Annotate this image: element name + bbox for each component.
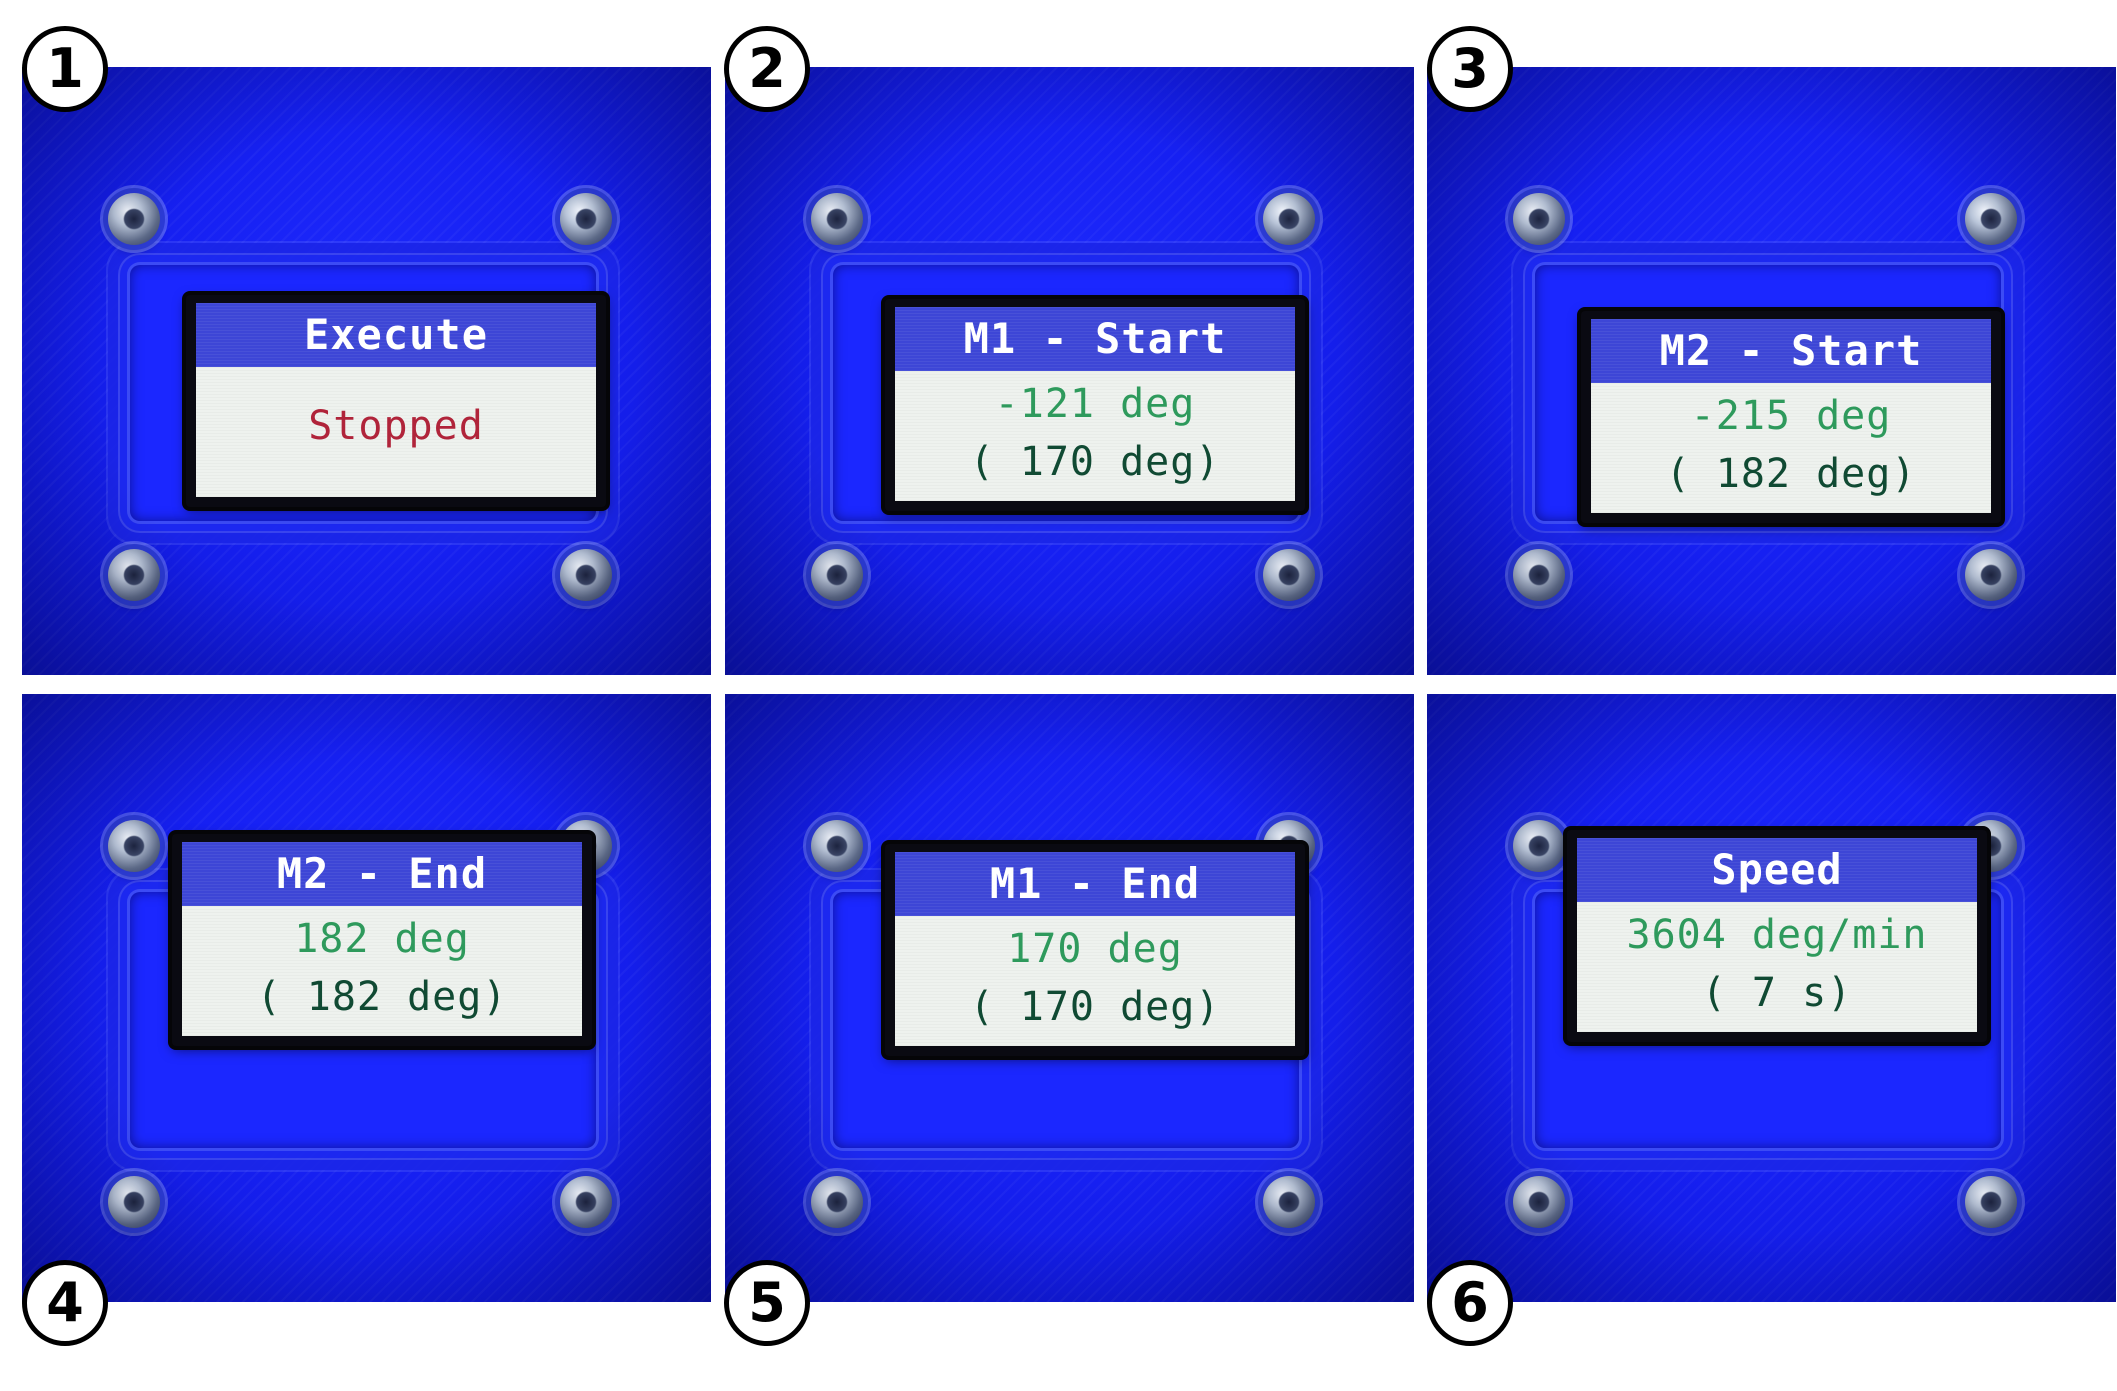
panel-number-badge-1: 1	[22, 26, 108, 112]
lcd-header-title: Speed	[1577, 838, 1977, 902]
lcd-body: 182 deg ( 182 deg)	[182, 906, 582, 1036]
panel-number-badge-3: 3	[1427, 26, 1513, 112]
screw-icon	[1965, 1176, 2017, 1228]
screw-icon	[560, 1176, 612, 1228]
screw-icon	[811, 193, 863, 245]
lcd-body: Stopped	[196, 367, 596, 497]
lcd-screen: M2 - Start -215 deg ( 182 deg)	[1581, 311, 2001, 523]
lcd-header-title: M2 - Start	[1591, 319, 1991, 383]
photo-panel-6: Speed 3604 deg/min ( 7 s)	[1427, 694, 2116, 1302]
lcd-body: -215 deg ( 182 deg)	[1591, 383, 1991, 513]
lcd-screen: Speed 3604 deg/min ( 7 s)	[1567, 830, 1987, 1042]
panel-number-badge-5: 5	[724, 1260, 810, 1346]
screw-icon	[811, 1176, 863, 1228]
lcd-screen: M1 - Start -121 deg ( 170 deg)	[885, 299, 1305, 511]
screw-icon	[1263, 1176, 1315, 1228]
angle-value: 182 deg	[294, 916, 470, 962]
screw-icon	[1965, 193, 2017, 245]
screw-icon	[1965, 549, 2017, 601]
screw-icon	[811, 820, 863, 872]
speed-value: 3604 deg/min	[1626, 912, 1928, 958]
screw-icon	[1263, 549, 1315, 601]
photo-panel-4: M2 - End 182 deg ( 182 deg)	[22, 694, 711, 1302]
lcd-screen: Execute Stopped	[186, 295, 606, 507]
lcd-screen: M2 - End 182 deg ( 182 deg)	[172, 834, 592, 1046]
lcd-body: -121 deg ( 170 deg)	[895, 371, 1295, 501]
screw-icon	[560, 193, 612, 245]
screw-icon	[108, 1176, 160, 1228]
photo-panel-5: M1 - End 170 deg ( 170 deg)	[725, 694, 1414, 1302]
lcd-header-title: M2 - End	[182, 842, 582, 906]
lcd-header-title: M1 - Start	[895, 307, 1295, 371]
angle-detail: ( 182 deg)	[1665, 451, 1917, 497]
panel-number-badge-6: 6	[1427, 1260, 1513, 1346]
panel-number-badge-4: 4	[22, 1260, 108, 1346]
screw-icon	[811, 549, 863, 601]
photo-panel-2: M1 - Start -121 deg ( 170 deg)	[725, 67, 1414, 675]
photo-panel-3: M2 - Start -215 deg ( 182 deg)	[1427, 67, 2116, 675]
lcd-body: 170 deg ( 170 deg)	[895, 916, 1295, 1046]
screw-icon	[108, 820, 160, 872]
lcd-header-title: Execute	[196, 303, 596, 367]
screw-icon	[560, 549, 612, 601]
lcd-screen: M1 - End 170 deg ( 170 deg)	[885, 844, 1305, 1056]
angle-detail: ( 182 deg)	[256, 974, 508, 1020]
screw-icon	[108, 193, 160, 245]
angle-detail: ( 170 deg)	[969, 439, 1221, 485]
angle-value: 170 deg	[1007, 926, 1183, 972]
lcd-body: 3604 deg/min ( 7 s)	[1577, 902, 1977, 1032]
screw-icon	[1263, 193, 1315, 245]
screw-icon	[1513, 1176, 1565, 1228]
photo-panel-1: Execute Stopped	[22, 67, 711, 675]
screw-icon	[1513, 549, 1565, 601]
angle-value: -121 deg	[994, 381, 1196, 427]
angle-value: -215 deg	[1690, 393, 1892, 439]
screw-icon	[1513, 820, 1565, 872]
speed-detail: ( 7 s)	[1701, 970, 1853, 1016]
screw-icon	[108, 549, 160, 601]
lcd-header-title: M1 - End	[895, 852, 1295, 916]
status-text: Stopped	[308, 403, 484, 449]
panel-number-badge-2: 2	[724, 26, 810, 112]
screw-icon	[1513, 193, 1565, 245]
angle-detail: ( 170 deg)	[969, 984, 1221, 1030]
